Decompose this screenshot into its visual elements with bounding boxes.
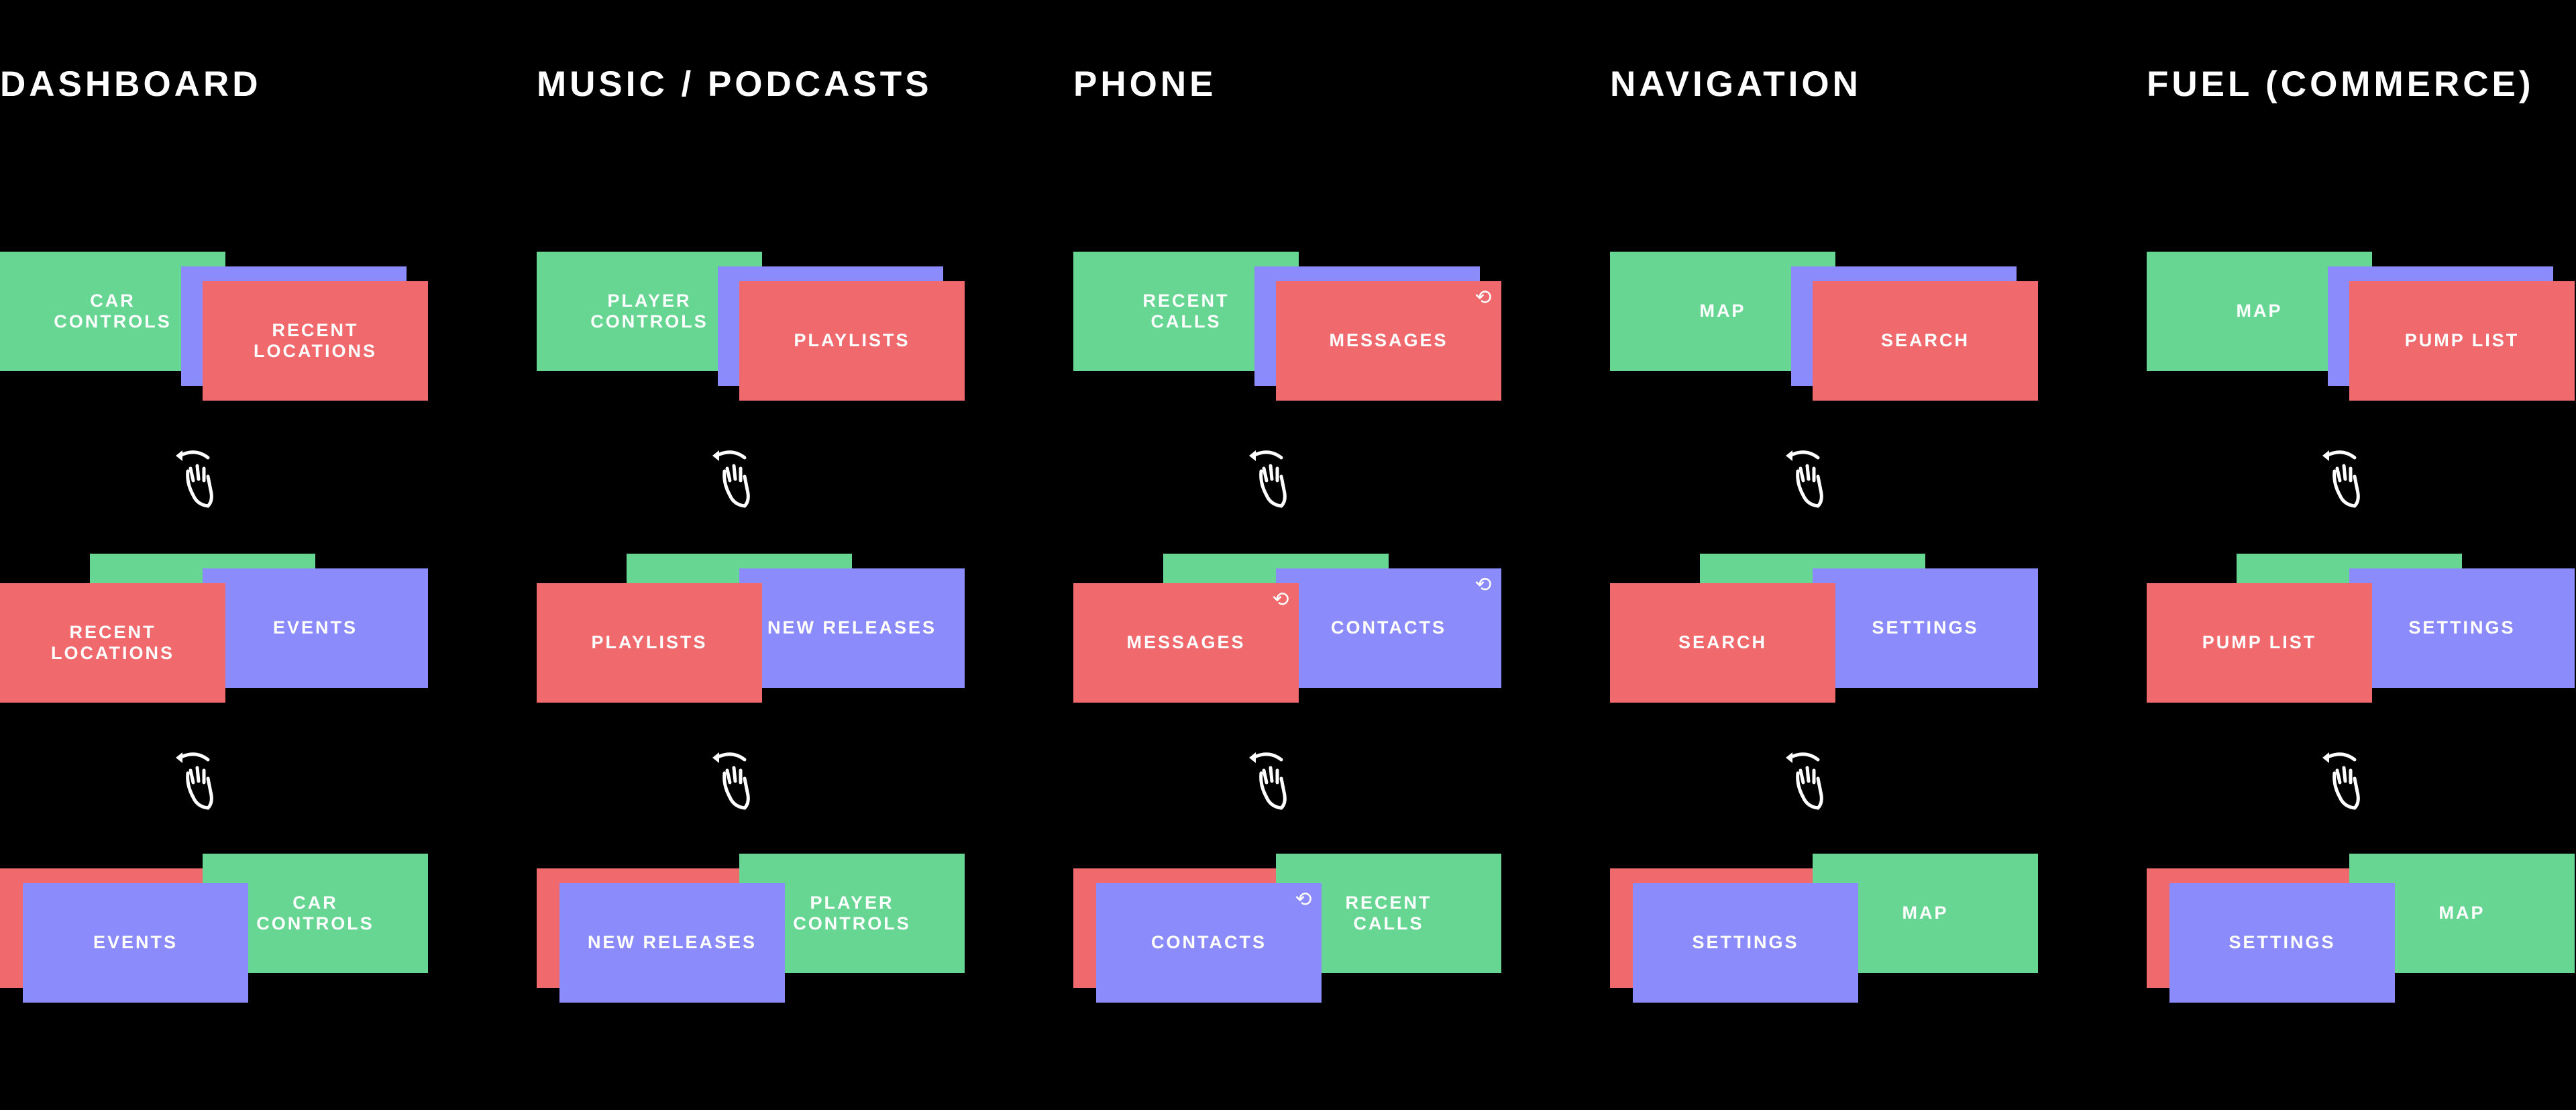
card-red[interactable]: PUMP LIST xyxy=(2349,281,2575,401)
card-red-label: PUMP LIST xyxy=(2404,330,2520,351)
card-green-label: MAP xyxy=(2236,301,2283,321)
swipe-hand-icon xyxy=(1246,448,1289,510)
card-red[interactable]: RECENT LOCATIONS xyxy=(0,583,225,703)
card-red-label: PLAYLISTS xyxy=(794,330,910,351)
column-title: DASHBOARD xyxy=(0,64,262,104)
sync-icon: ⟲ xyxy=(1295,889,1312,911)
card-purple-label: CONTACTS xyxy=(1331,617,1446,638)
flow-column: FUEL (COMMERCE) MAP PUMP LIST SETTINGS PUMP … xyxy=(2147,0,2576,1110)
stage-1: CAR CONTROLS RECENT LOCATIONS xyxy=(0,252,429,413)
card-red-label: PUMP LIST xyxy=(2202,632,2317,653)
card-red[interactable]: SEARCH xyxy=(1813,281,2038,401)
stage-1: PLAYER CONTROLS PLAYLISTS xyxy=(537,252,966,413)
card-green-label: MAP xyxy=(2438,903,2485,923)
sync-icon: ⟲ xyxy=(1474,287,1492,309)
card-purple-label: NEW RELEASES xyxy=(587,932,757,953)
card-green-label: RECENT CALLS xyxy=(1142,290,1230,332)
stage-3: MAP SETTINGS xyxy=(2147,854,2576,1015)
column-title: NAVIGATION xyxy=(1610,64,1862,104)
card-red[interactable]: RECENT LOCATIONS xyxy=(203,281,428,401)
swipe-hand-icon xyxy=(710,750,753,812)
stage-2: EVENTS RECENT LOCATIONS xyxy=(0,554,429,715)
stage-3: RECENT CALLS CONTACTS ⟲ xyxy=(1073,854,1503,1015)
sync-icon: ⟲ xyxy=(1272,589,1289,611)
stage-1: MAP PUMP LIST xyxy=(2147,252,2576,413)
card-purple[interactable]: SETTINGS xyxy=(1813,568,2038,688)
card-red[interactable]: MESSAGES ⟲ xyxy=(1073,583,1299,703)
swipe-hand-icon xyxy=(1246,750,1289,812)
card-purple[interactable]: CONTACTS ⟲ xyxy=(1096,883,1322,1003)
card-red[interactable]: SEARCH xyxy=(1610,583,1835,703)
column-title: MUSIC / PODCASTS xyxy=(537,64,932,104)
sync-icon: ⟲ xyxy=(1474,574,1492,596)
stage-3: CAR CONTROLS EVENTS xyxy=(0,854,429,1015)
swipe-hand-icon xyxy=(2320,448,2363,510)
swipe-hand-icon xyxy=(1783,750,1826,812)
card-green-label: CAR CONTROLS xyxy=(54,290,172,332)
stage-2: SETTINGS PUMP LIST xyxy=(2147,554,2576,715)
card-purple-label: EVENTS xyxy=(272,617,358,638)
card-purple[interactable]: CONTACTS ⟲ xyxy=(1276,568,1501,688)
card-red[interactable]: PLAYLISTS xyxy=(739,281,965,401)
card-red-label: RECENT LOCATIONS xyxy=(51,621,174,663)
card-purple-label: CONTACTS xyxy=(1151,932,1267,953)
card-purple[interactable]: NEW RELEASES xyxy=(739,568,965,688)
card-red-label: RECENT LOCATIONS xyxy=(254,319,377,361)
flow-column: MUSIC / PODCASTS PLAYER CONTROLS PLAYLISTS… xyxy=(537,0,1073,1110)
card-purple-label: EVENTS xyxy=(93,932,178,953)
column-title: FUEL (COMMERCE) xyxy=(2147,64,2534,104)
swipe-hand-icon xyxy=(2320,750,2363,812)
card-purple[interactable]: SETTINGS xyxy=(2349,568,2575,688)
card-purple[interactable]: SETTINGS xyxy=(2169,883,2395,1003)
card-red-label: MESSAGES xyxy=(1126,632,1246,653)
stage-3: PLAYER CONTROLS NEW RELEASES xyxy=(537,854,966,1015)
swipe-hand-icon xyxy=(173,448,216,510)
swipe-hand-icon xyxy=(173,750,216,812)
card-purple[interactable]: NEW RELEASES xyxy=(559,883,785,1003)
flow-column: NAVIGATION MAP SEARCH SETTINGS SEARCH MAP SETT… xyxy=(1610,0,2147,1110)
card-purple-label: SETTINGS xyxy=(1872,617,1979,638)
card-red-label: PLAYLISTS xyxy=(591,632,708,653)
card-red[interactable]: PUMP LIST xyxy=(2147,583,2372,703)
card-green-label: RECENT CALLS xyxy=(1345,892,1432,934)
card-purple-label: SETTINGS xyxy=(2229,932,2336,953)
card-purple[interactable]: EVENTS xyxy=(203,568,428,688)
card-green-label: CAR CONTROLS xyxy=(256,892,374,934)
card-purple[interactable]: EVENTS xyxy=(23,883,248,1003)
stage-2: NEW RELEASES PLAYLISTS xyxy=(537,554,966,715)
card-purple-label: SETTINGS xyxy=(1692,932,1799,953)
card-green-label: PLAYER CONTROLS xyxy=(590,290,708,332)
card-green-label: PLAYER CONTROLS xyxy=(793,892,911,934)
swipe-hand-icon xyxy=(710,448,753,510)
stage-3: MAP SETTINGS xyxy=(1610,854,2039,1015)
card-green-label: MAP xyxy=(1699,301,1746,321)
card-purple-label: SETTINGS xyxy=(2408,617,2516,638)
card-red-label: MESSAGES xyxy=(1329,330,1448,351)
card-red-label: SEARCH xyxy=(1880,330,1970,351)
stage-1: MAP SEARCH xyxy=(1610,252,2039,413)
card-red[interactable]: PLAYLISTS xyxy=(537,583,762,703)
card-purple[interactable]: SETTINGS xyxy=(1633,883,1858,1003)
card-green-label: MAP xyxy=(1902,903,1949,923)
stage-2: SETTINGS SEARCH xyxy=(1610,554,2039,715)
card-red[interactable]: MESSAGES ⟲ xyxy=(1276,281,1501,401)
card-purple-label: NEW RELEASES xyxy=(767,617,937,638)
column-title: PHONE xyxy=(1073,64,1217,104)
card-red-label: SEARCH xyxy=(1678,632,1767,653)
stage-1: RECENT CALLS MESSAGES ⟲ xyxy=(1073,252,1503,413)
swipe-hand-icon xyxy=(1783,448,1826,510)
stage-2: CONTACTS ⟲ MESSAGES ⟲ xyxy=(1073,554,1503,715)
